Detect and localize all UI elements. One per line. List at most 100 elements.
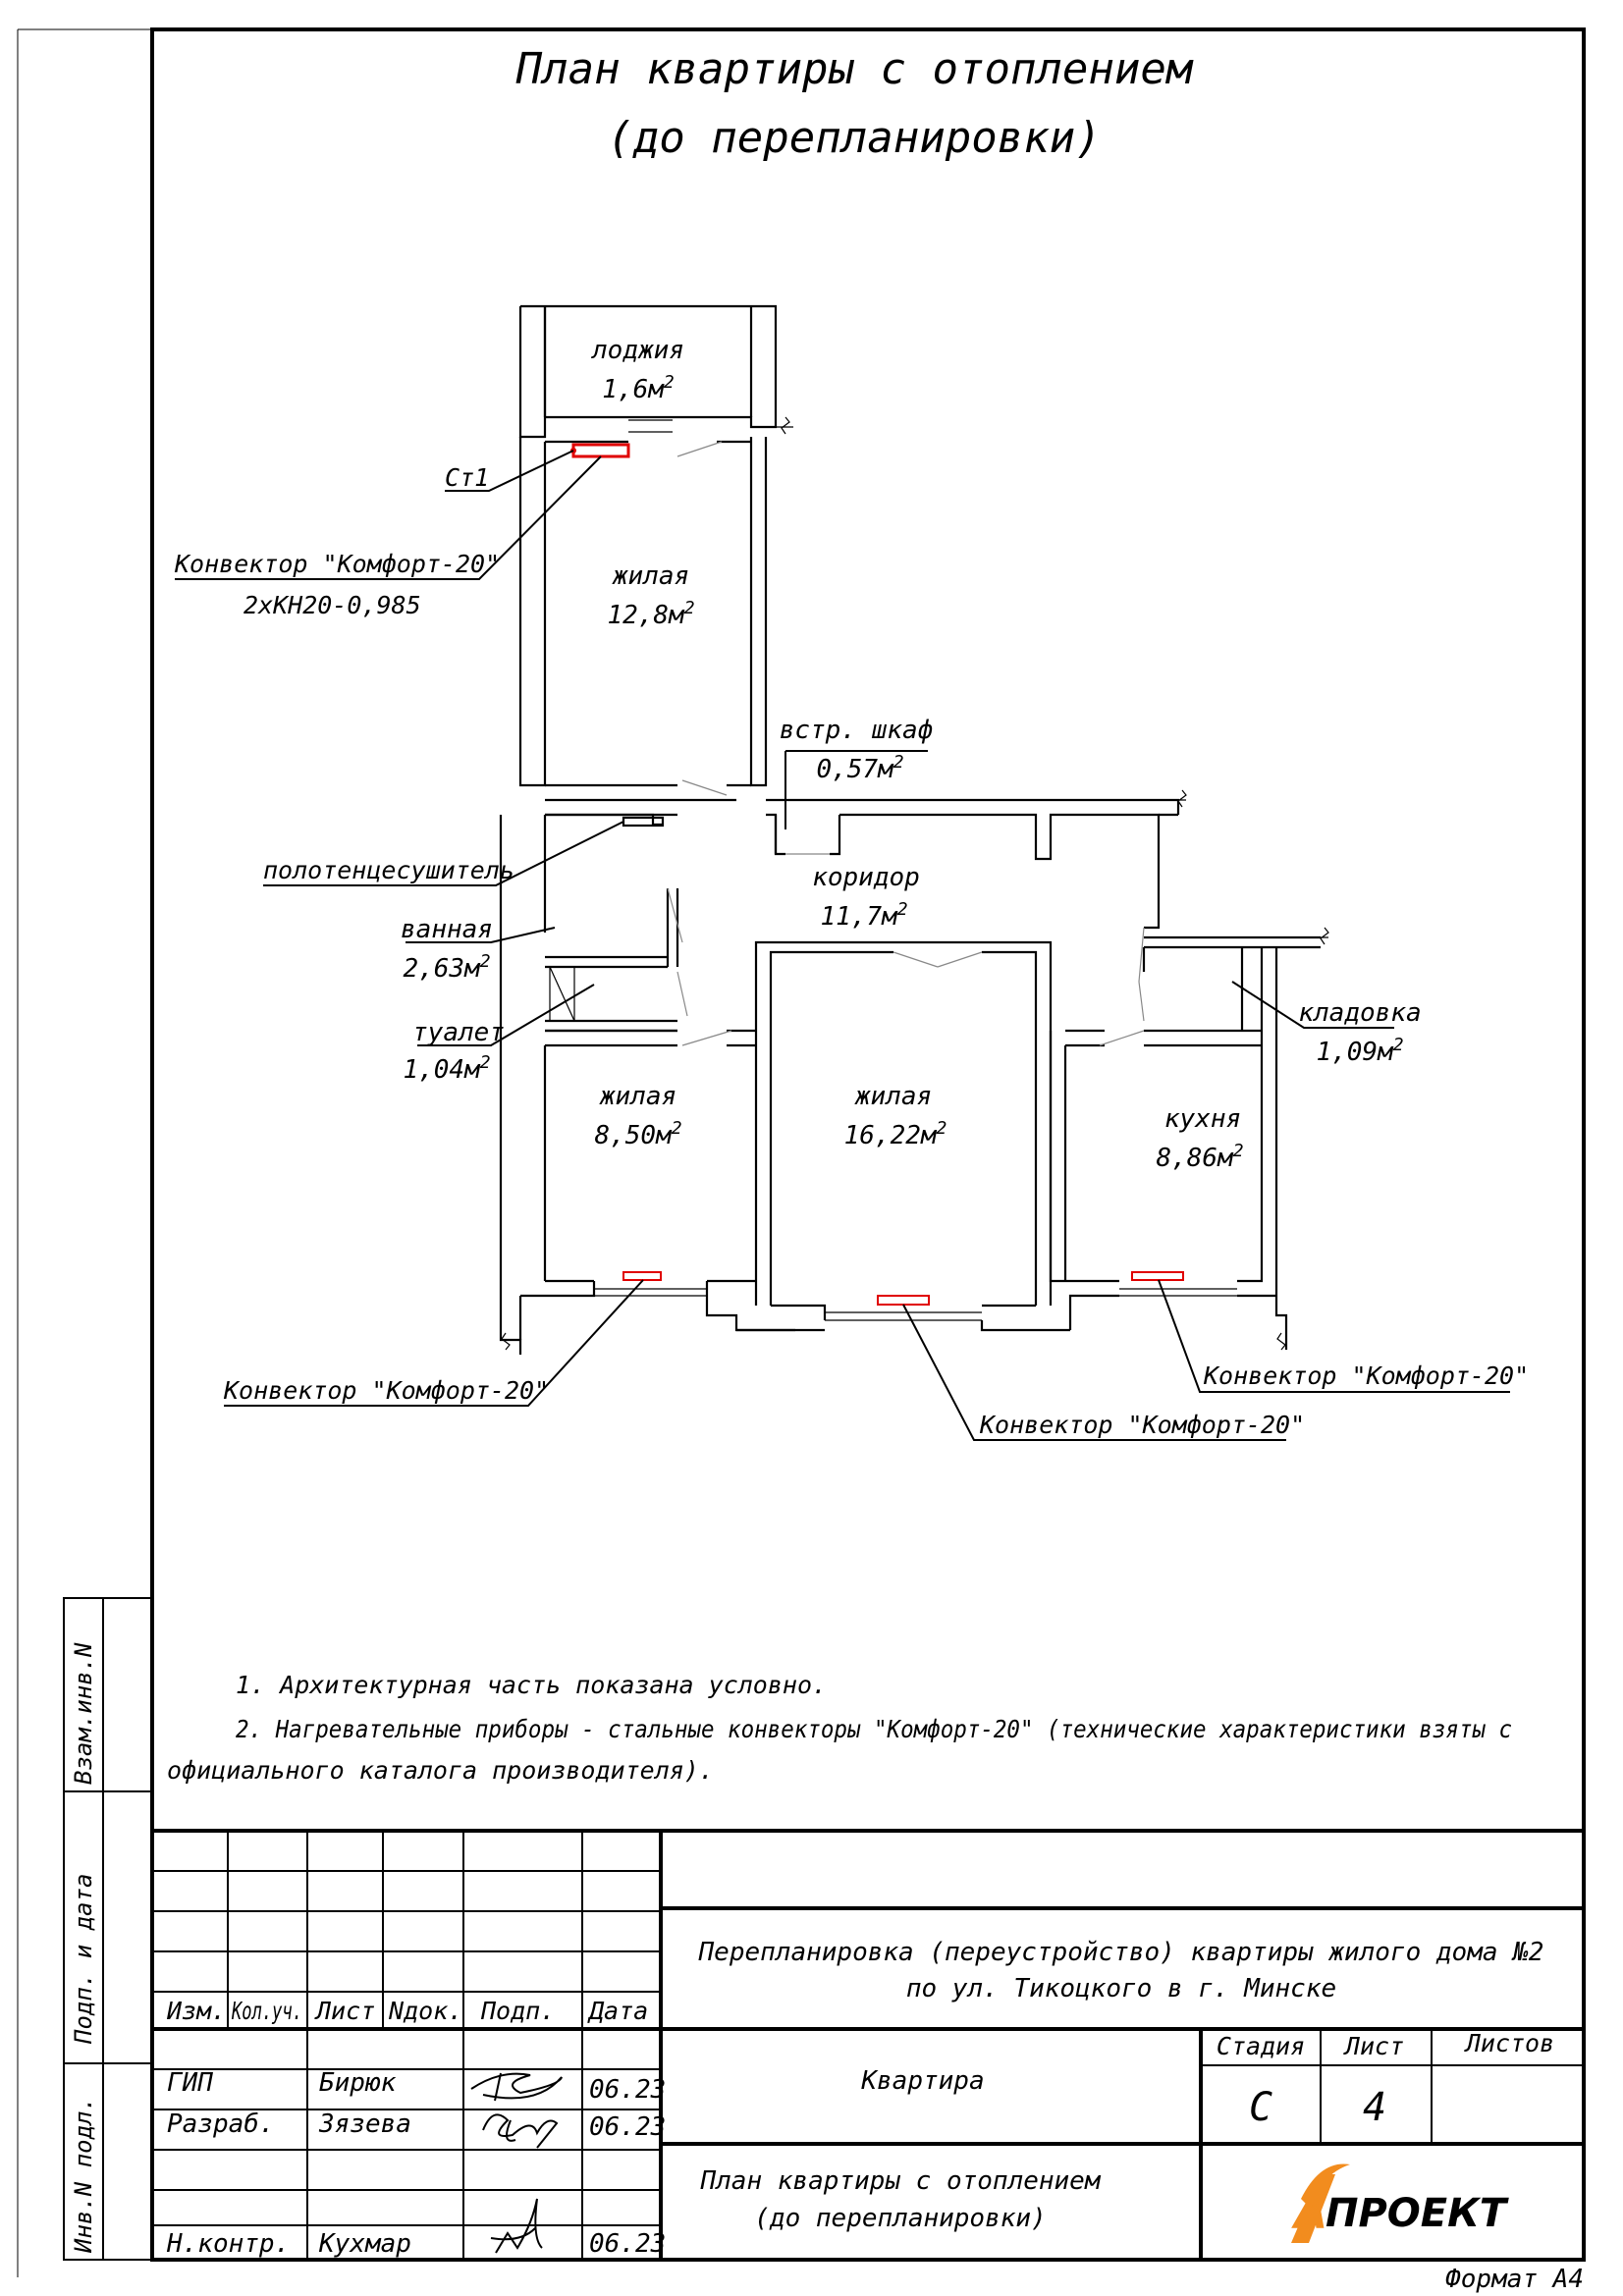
wall — [1049, 1031, 1119, 1283]
side-stamp: Взам.инв.N Подп. и дата Инв.N подл. — [63, 1597, 152, 2261]
logo-text: ПРОЕКТ — [1325, 2191, 1509, 2236]
room-area: 8,50м2 — [594, 1118, 681, 1150]
sheet-value: 4 — [1363, 2085, 1386, 2130]
leader-line — [406, 927, 556, 943]
leader-line — [445, 450, 574, 492]
break-line — [1320, 927, 1329, 945]
stamp-header: Лист — [314, 1997, 375, 2025]
logo-swoosh — [1301, 2163, 1350, 2209]
door-swing — [1099, 1030, 1145, 1046]
signature — [482, 2113, 559, 2149]
convector-top-label: Конвектор "Комфорт-20" — [174, 550, 500, 578]
wall — [771, 1304, 827, 1320]
convector-left-label: Конвектор "Комфорт-20" — [223, 1376, 549, 1405]
door-swing — [1138, 927, 1145, 983]
project-title-line2: по ул. Тикоцкого в г. Минске — [906, 1974, 1336, 2003]
room-area: 11,7м2 — [820, 899, 907, 932]
leader-line — [263, 821, 624, 886]
room-name: кладовка — [1298, 998, 1421, 1028]
convector-right-label: Конвектор "Комфорт-20" — [1203, 1362, 1529, 1390]
stamp-header: Изм. — [166, 1997, 226, 2025]
stamp-role: Разраб. — [167, 2109, 275, 2139]
room-name: жилая — [612, 561, 689, 591]
wall — [769, 950, 893, 1306]
wall — [520, 1281, 596, 1298]
drawing-title-line2: (до перепланировки) — [607, 113, 1101, 163]
side-stamp-label: Взам.инв.N — [70, 1642, 97, 1785]
wall — [1237, 1031, 1264, 1283]
break-line — [781, 416, 790, 435]
room-area: 8,86м2 — [1156, 1141, 1243, 1173]
wall — [518, 304, 778, 439]
room-area: 0,57м2 — [816, 752, 903, 784]
room-name: кухня — [1164, 1104, 1241, 1134]
project-title-line1: Перепланировка (переустройство) квартиры… — [698, 1938, 1544, 1967]
note-line: 1. Архитектурная часть показана условно. — [236, 1671, 827, 1699]
towel-dryer-label: полотенцесушитель — [263, 856, 514, 884]
side-stamp-label: Инв.N подл. — [70, 2097, 97, 2254]
sheet-title-line1: План квартиры с отоплением — [700, 2166, 1102, 2196]
room-name: жилая — [599, 1082, 676, 1111]
door-swing — [681, 1030, 732, 1046]
break-line — [1177, 789, 1187, 808]
wall — [1068, 1294, 1119, 1330]
side-stamp-label: Подп. и дата — [70, 1874, 97, 2045]
signature — [490, 2198, 543, 2254]
room-area: 1,04м2 — [403, 1052, 490, 1085]
stamp-date: 06.23 — [589, 2112, 666, 2142]
signature — [470, 2072, 563, 2102]
wall — [766, 798, 1180, 815]
room-name: жилая — [854, 1082, 932, 1111]
wall — [499, 815, 522, 1355]
wall — [545, 813, 663, 827]
wall — [518, 437, 547, 787]
break-line — [501, 1332, 511, 1351]
door-swing — [676, 971, 688, 1017]
convector-top-spec: 2хКН20-0,985 — [243, 591, 421, 619]
drawing-title-line1: План квартиры с отоплением — [515, 44, 1194, 94]
stamp-date: 06.23 — [589, 2229, 666, 2259]
stamp-header: Дата — [587, 1997, 648, 2025]
note-line: 2. Нагревательные приборы - стальные кон… — [236, 1715, 1512, 1743]
door-swing — [676, 441, 723, 457]
door-swing — [1138, 981, 1145, 1022]
leader-line — [1231, 981, 1394, 1029]
shaft-cross — [549, 966, 575, 1022]
stage-value: С — [1249, 2085, 1272, 2130]
stamp-name: Кухмар — [318, 2229, 411, 2259]
sheets-label: Листов — [1464, 2029, 1554, 2057]
floor-plan — [499, 304, 1329, 1355]
convector-right — [1131, 1271, 1184, 1281]
sheet-label: Лист — [1343, 2032, 1404, 2060]
room-labels: лоджия 1,6м2 жилая 12,8м2 встр. шкаф 0,5… — [401, 336, 1422, 1173]
riser-label: Ст1 — [445, 463, 489, 492]
stamp-role: ГИП — [167, 2068, 213, 2098]
leader-line — [417, 984, 595, 1046]
stamp-name: Бирюк — [319, 2068, 397, 2098]
room-area: 12,8м2 — [607, 598, 694, 630]
room-area: 1,09м2 — [1316, 1035, 1403, 1067]
wall — [839, 813, 1161, 930]
room-area: 2,63м2 — [403, 951, 490, 984]
door-swing — [667, 887, 683, 943]
logo-letter: А — [1291, 2189, 1327, 2239]
note-line: официального каталога производителя). — [167, 1756, 714, 1785]
stamp-header: Nдок. — [388, 1997, 462, 2025]
room-name: туалет — [412, 1018, 505, 1047]
shaft — [549, 966, 575, 1022]
leader-line — [224, 1279, 644, 1407]
wall — [749, 437, 768, 787]
sheet-title-line2: (до перепланировки) — [754, 2204, 1046, 2233]
convector-left — [622, 1271, 662, 1281]
convector-mid-label: Конвектор "Комфорт-20" — [979, 1411, 1305, 1439]
convector-top — [571, 443, 630, 458]
callouts: Ст1 Конвектор "Комфорт-20" 2хКН20-0,985 … — [174, 450, 1529, 1441]
break-line — [1276, 1332, 1286, 1351]
room-name: ванная — [401, 915, 493, 944]
stamp-header: Кол.уч. — [231, 1997, 302, 2025]
stage-label: Стадия — [1217, 2032, 1305, 2060]
door-swing — [681, 779, 728, 796]
wall — [830, 815, 841, 856]
room-area: 1,6м2 — [602, 372, 674, 404]
